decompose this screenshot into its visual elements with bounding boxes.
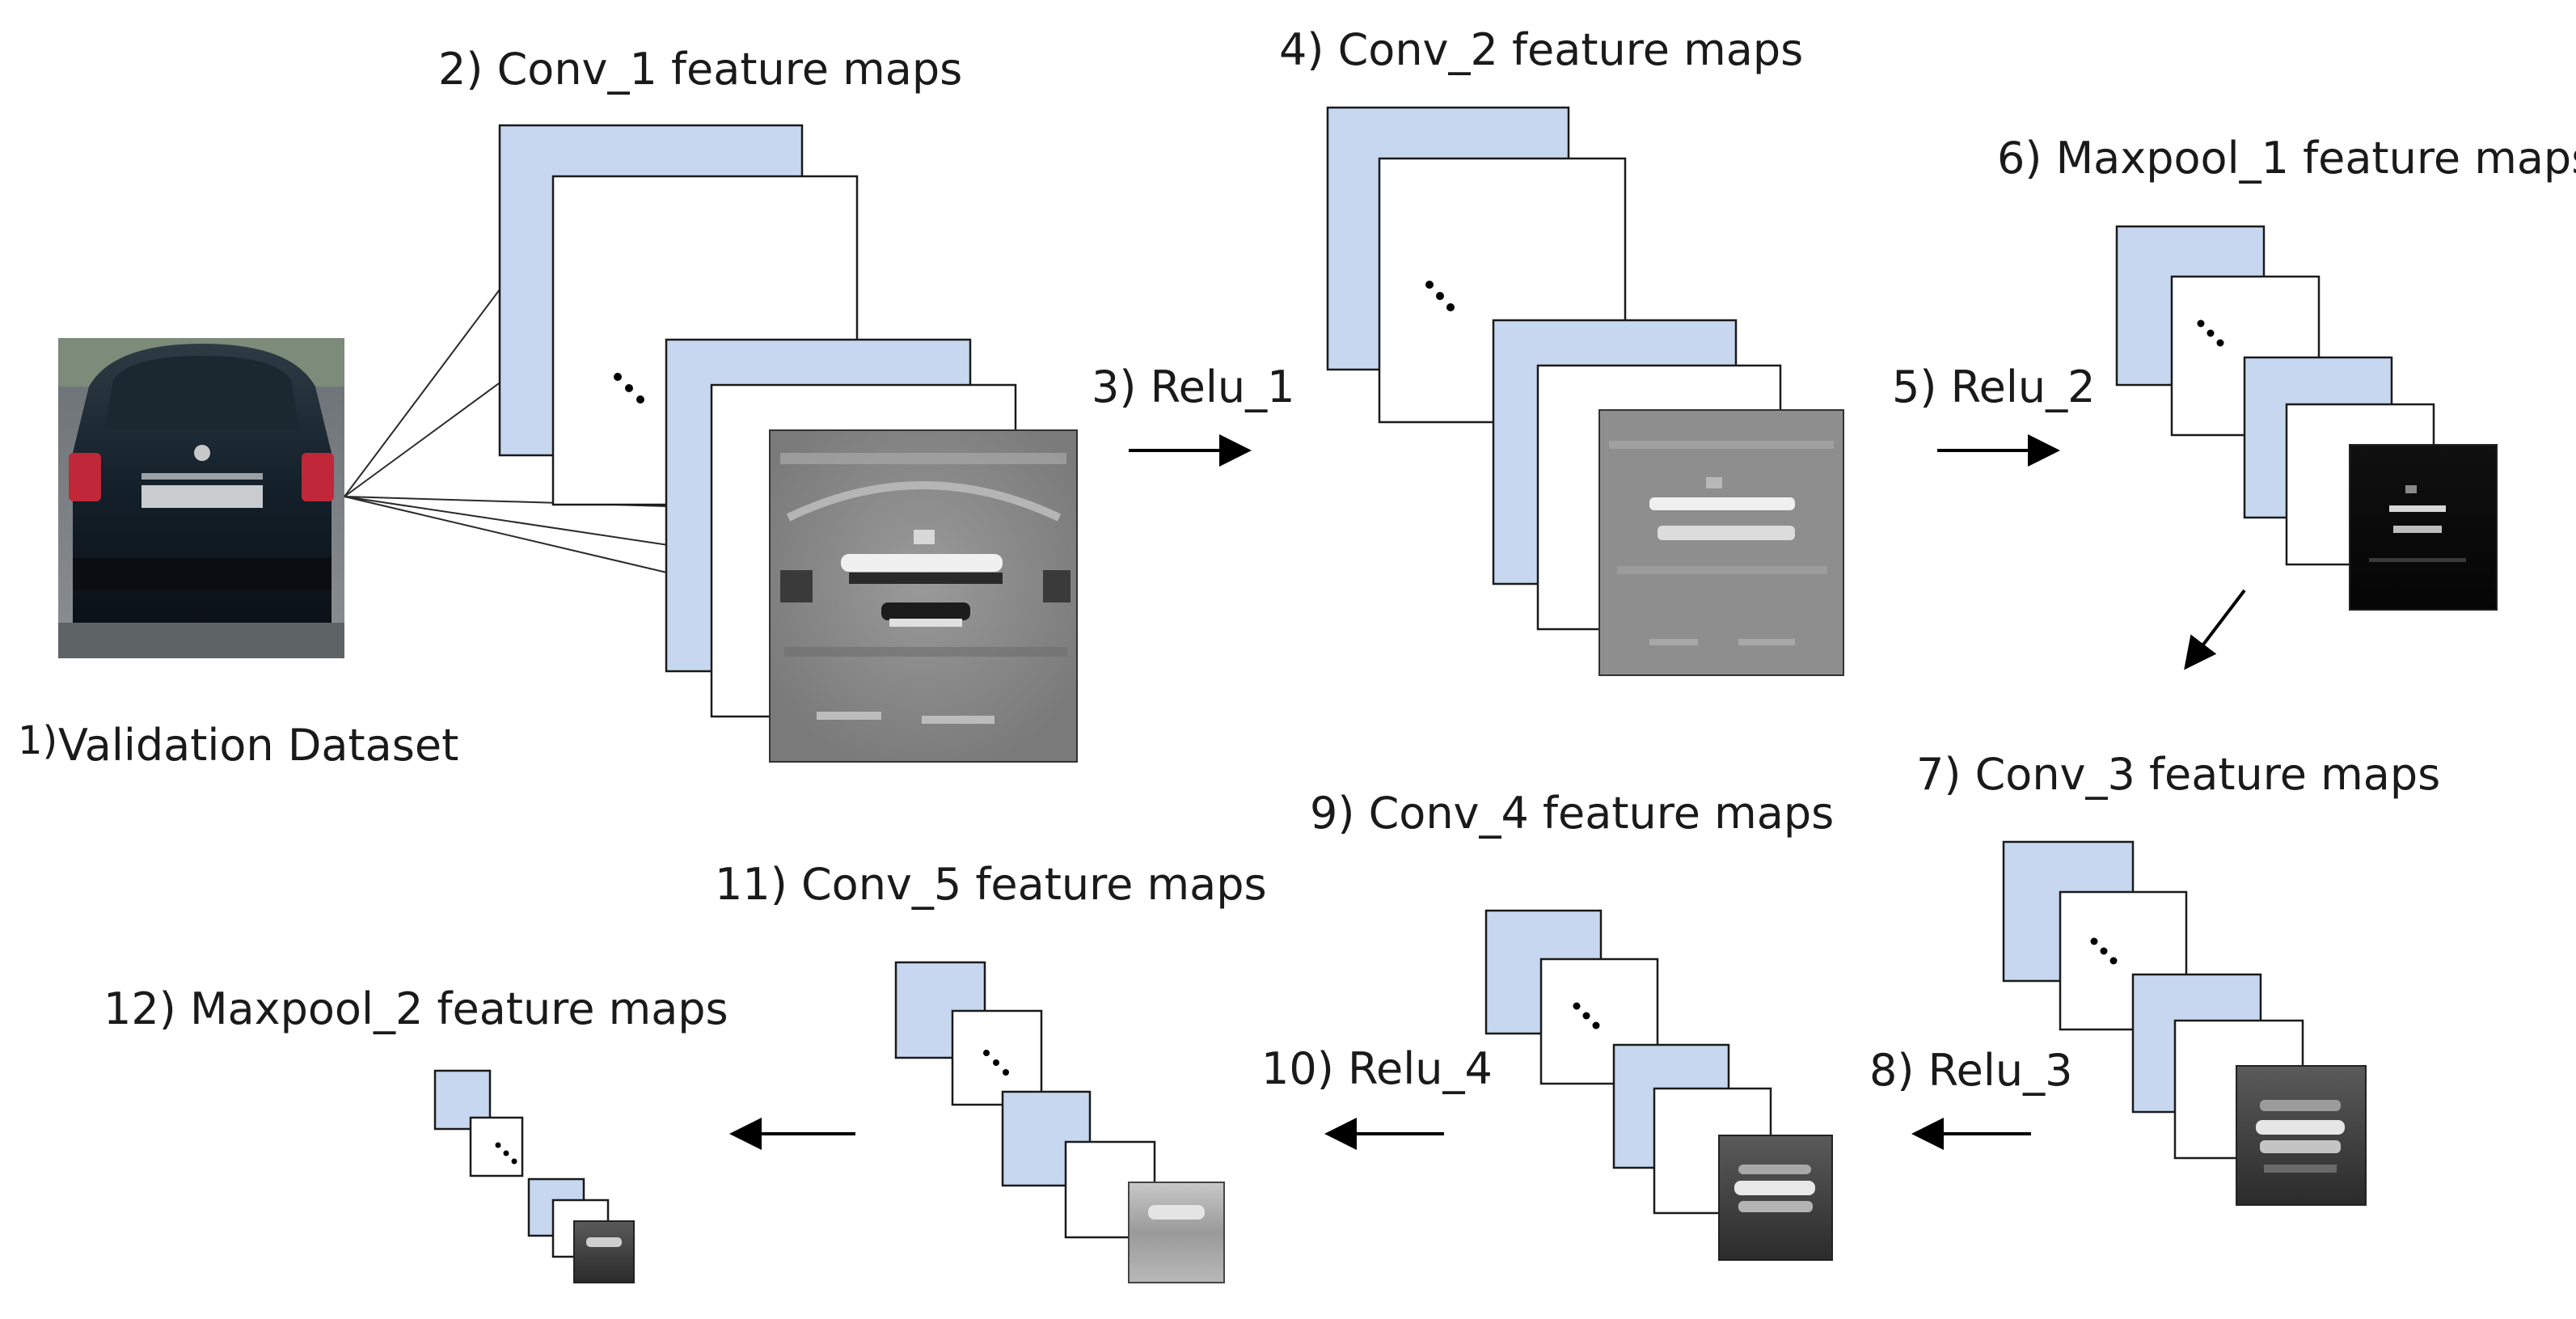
ellipsis-dots <box>983 1050 1009 1076</box>
step1-label: Validation Dataset <box>58 720 458 771</box>
conv3-feature-map-image <box>2236 1065 2367 1206</box>
step8-label: 8) Relu_3 <box>1869 1045 2073 1096</box>
step1-number: 1) <box>18 718 57 763</box>
ellipsis-dots <box>2197 319 2224 347</box>
step4-label: 4) Conv_2 feature maps <box>1279 24 1803 75</box>
conv1-feature-map-stack <box>498 124 1078 763</box>
ellipsis-dots <box>1425 281 1455 311</box>
conv2-feature-map-image <box>1598 409 1844 676</box>
conv4-feature-map-image <box>1718 1135 1833 1261</box>
maxpool1-feature-map-image <box>2349 444 2498 611</box>
step12-label: 12) Maxpool_2 feature maps <box>103 983 728 1034</box>
conv1-feature-map-image <box>769 429 1078 763</box>
ellipsis-dots <box>495 1142 517 1165</box>
step7-label: 7) Conv_3 feature maps <box>1916 749 2440 800</box>
step6-label: 6) Maxpool_1 feature maps <box>1997 133 2576 184</box>
step2-label: 2) Conv_1 feature maps <box>438 44 962 95</box>
conv4-feature-map-stack <box>1484 909 1833 1261</box>
maxpool1-feature-map-stack <box>2115 225 2498 611</box>
input-car-image <box>58 338 344 658</box>
ellipsis-dots <box>1573 1002 1600 1029</box>
ellipsis-dots <box>2090 937 2118 965</box>
step9-label: 9) Conv_4 feature maps <box>1310 788 1834 839</box>
maxpool2-feature-map-stack <box>433 1069 635 1283</box>
conv2-feature-map-stack <box>1326 106 1844 676</box>
step11-label: 11) Conv_5 feature maps <box>715 859 1267 910</box>
maxpool2-feature-map-image <box>573 1220 635 1283</box>
ellipsis-dots <box>614 373 644 404</box>
conv3-feature-map-stack <box>2002 840 2367 1206</box>
step10-label: 10) Relu_4 <box>1261 1043 1493 1094</box>
conv5-feature-map-image <box>1128 1182 1225 1283</box>
step3-label: 3) Relu_1 <box>1092 361 1295 412</box>
conv5-feature-map-stack <box>894 961 1225 1283</box>
step5-label: 5) Relu_2 <box>1892 361 2096 412</box>
arrow-to-conv3 <box>2184 589 2246 670</box>
